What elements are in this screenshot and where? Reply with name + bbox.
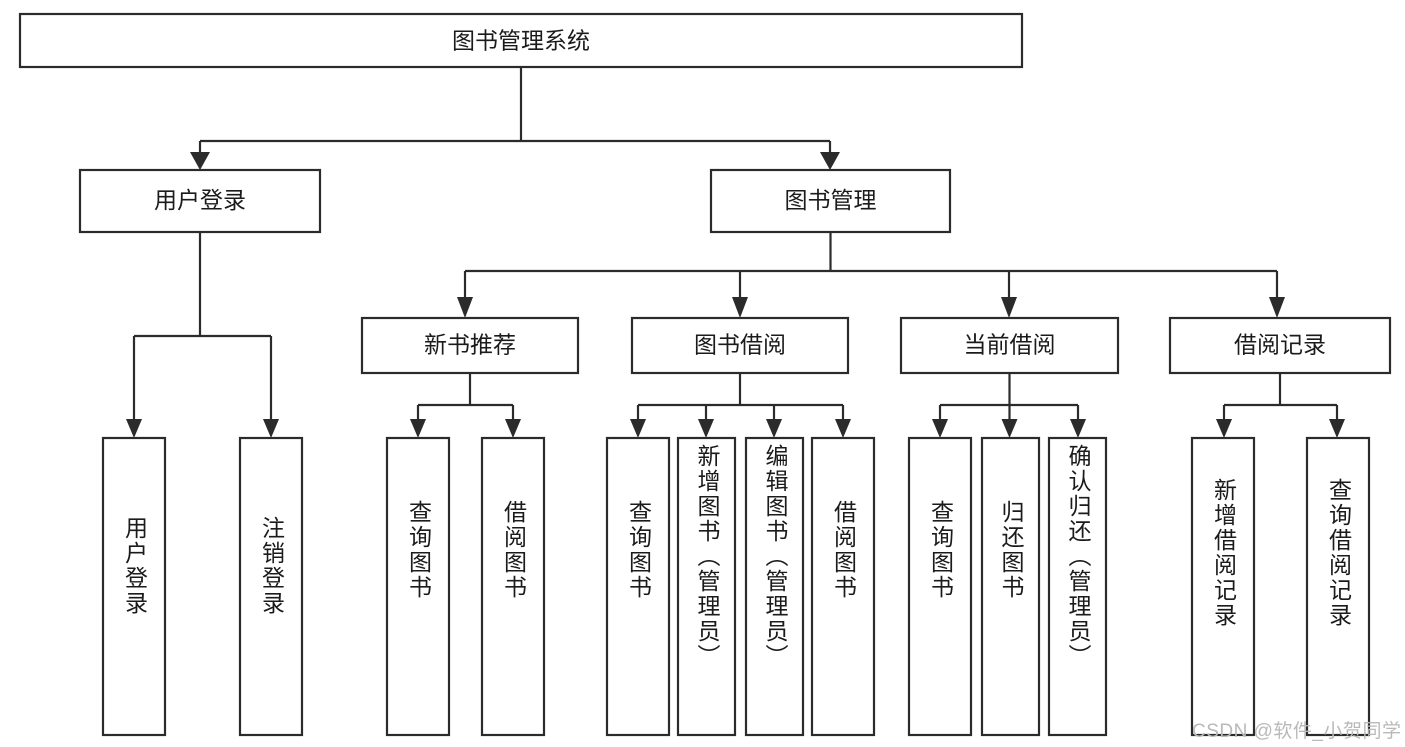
node-book-manage[interactable]: 图书管理 — [709, 168, 952, 234]
node-current-borrow-label: 当前借阅 — [964, 332, 1056, 358]
node-user-login[interactable]: 用户登录 — [78, 168, 322, 234]
node-book-borrow-label: 图书借阅 — [694, 332, 786, 358]
arrow-bb-leaf2 — [698, 419, 714, 438]
node-root-box — [18, 12, 1024, 69]
arrow-nbr-leaf1 — [410, 419, 426, 438]
leaf-box-book-borrow-4[interactable] — [810, 436, 876, 737]
node-new-book-recommend-label: 新书推荐 — [424, 332, 516, 358]
arrow-br-leaf1 — [1216, 419, 1232, 438]
leaf-box-new-book-2[interactable] — [480, 436, 546, 737]
leaf-box-current-borrow-1[interactable] — [907, 436, 973, 737]
node-borrow-record[interactable]: 借阅记录 — [1168, 316, 1392, 375]
leaf-box-current-borrow-3[interactable] — [1047, 436, 1108, 737]
arrow-root-to-book-manage — [820, 152, 840, 170]
arrow-bm-to-borrow-record — [1269, 297, 1285, 318]
node-new-book-recommend[interactable]: 新书推荐 — [360, 316, 580, 375]
node-root[interactable]: 图书管理系统 — [18, 12, 1024, 69]
node-book-manage-label: 图书管理 — [785, 187, 877, 213]
arrow-bb-leaf3 — [766, 419, 782, 438]
arrow-nbr-leaf2 — [505, 419, 521, 438]
arrow-bb-leaf4 — [835, 419, 851, 438]
node-user-login-label: 用户登录 — [154, 187, 246, 213]
node-borrow-record-box — [1168, 316, 1392, 375]
csdn-watermark: CSDN @软件_小贺同学 — [1192, 721, 1402, 742]
arrow-bb-leaf1 — [630, 419, 646, 438]
node-new-book-recommend-box — [360, 316, 580, 375]
node-borrow-record-label: 借阅记录 — [1234, 332, 1326, 358]
arrow-cb-leaf3 — [1070, 419, 1086, 438]
leaf-box-user-login-1[interactable] — [101, 436, 167, 737]
arrow-bm-to-new-book — [457, 297, 473, 318]
leaf-box-new-book-1[interactable] — [385, 436, 451, 737]
arrow-br-leaf2 — [1329, 419, 1345, 438]
leaf-box-borrow-record-1[interactable] — [1190, 436, 1256, 737]
node-current-borrow[interactable]: 当前借阅 — [899, 316, 1120, 375]
arrow-user-login-leaf1 — [126, 419, 142, 438]
leaf-box-book-borrow-2[interactable] — [676, 436, 737, 737]
leaf-box-borrow-record-2[interactable] — [1305, 436, 1371, 737]
arrow-bm-to-current-borrow — [1001, 297, 1017, 318]
leaf-box-user-login-2[interactable] — [238, 436, 304, 737]
node-book-borrow[interactable]: 图书借阅 — [630, 316, 850, 375]
arrow-user-login-leaf2 — [263, 419, 279, 438]
node-book-manage-box — [709, 168, 952, 234]
leaf-box-book-borrow-1[interactable] — [605, 436, 671, 737]
leaf-box-book-borrow-3[interactable] — [744, 436, 805, 737]
arrow-cb-leaf1 — [932, 419, 948, 438]
node-current-borrow-box — [899, 316, 1120, 375]
leaf-box-current-borrow-2[interactable] — [980, 436, 1041, 737]
node-book-borrow-box — [630, 316, 850, 375]
node-root-label: 图书管理系统 — [452, 28, 590, 54]
arrow-bm-to-book-borrow — [732, 297, 748, 318]
arrow-cb-leaf2 — [1001, 419, 1018, 438]
arrow-root-to-user-login — [190, 152, 210, 170]
